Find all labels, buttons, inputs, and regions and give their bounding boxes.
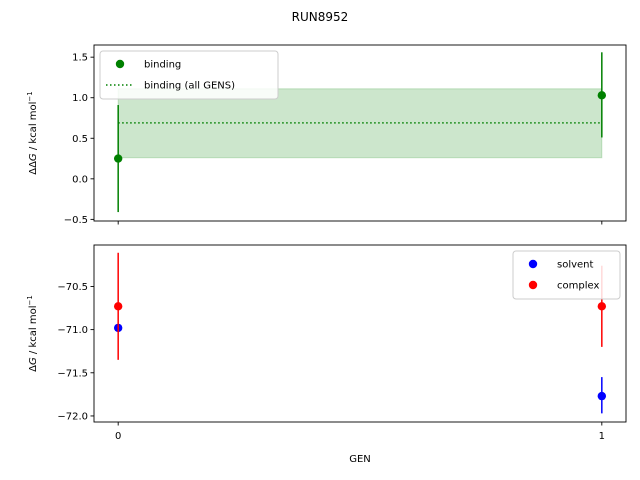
y-axis-label-variable: G bbox=[28, 357, 39, 365]
y-tick-label: 0.0 bbox=[72, 174, 88, 185]
y-axis-label-exponent: −1 bbox=[26, 91, 34, 101]
x-tick-label: 0 bbox=[115, 431, 121, 442]
figure-title: RUN8952 bbox=[292, 10, 349, 24]
legend-label: complex bbox=[557, 281, 599, 292]
axes-frame bbox=[93, 44, 627, 222]
y-axis-label-prefix: Δ bbox=[28, 365, 39, 372]
legend-marker-binding bbox=[115, 59, 125, 69]
y-tick-label: −71.5 bbox=[57, 368, 88, 379]
y-axis-label: ΔΔG / kcal mol−1 bbox=[26, 91, 39, 175]
y-axis-label-prefix: ΔΔ bbox=[28, 161, 39, 175]
y-tick-label: −70.5 bbox=[57, 282, 88, 293]
legend-box bbox=[99, 50, 279, 100]
y-tick-label: 1.0 bbox=[72, 93, 88, 104]
solvent-point bbox=[597, 391, 607, 401]
complex-point bbox=[597, 302, 607, 311]
legend-label: binding (all GENS) bbox=[144, 81, 235, 92]
y-axis-label-exponent: −1 bbox=[26, 295, 34, 305]
legend-label: binding bbox=[144, 60, 181, 71]
y-tick-label: −0.5 bbox=[64, 215, 88, 226]
y-axis-label: ΔG / kcal mol−1 bbox=[26, 295, 39, 372]
legend-label: solvent bbox=[557, 260, 594, 271]
y-axis-label-unit: / kcal mol bbox=[28, 305, 39, 357]
legend-marker-complex bbox=[528, 280, 538, 290]
binding-point bbox=[113, 154, 123, 163]
x-axis-label: GEN bbox=[349, 454, 371, 465]
axes-frame bbox=[93, 244, 627, 423]
y-tick-label: 1.5 bbox=[72, 53, 88, 64]
y-axis-label-unit: / kcal mol bbox=[28, 102, 39, 154]
x-tick-label: 1 bbox=[599, 431, 605, 442]
y-axis-label-variable: G bbox=[28, 153, 39, 161]
y-tick-label: −72.0 bbox=[57, 411, 88, 422]
legend-box bbox=[512, 250, 621, 300]
y-tick-label: 0.5 bbox=[72, 134, 88, 145]
complex-point bbox=[113, 302, 123, 311]
binding-point bbox=[597, 91, 607, 100]
legend-marker-solvent bbox=[528, 259, 538, 269]
y-tick-label: −71.0 bbox=[57, 325, 88, 336]
